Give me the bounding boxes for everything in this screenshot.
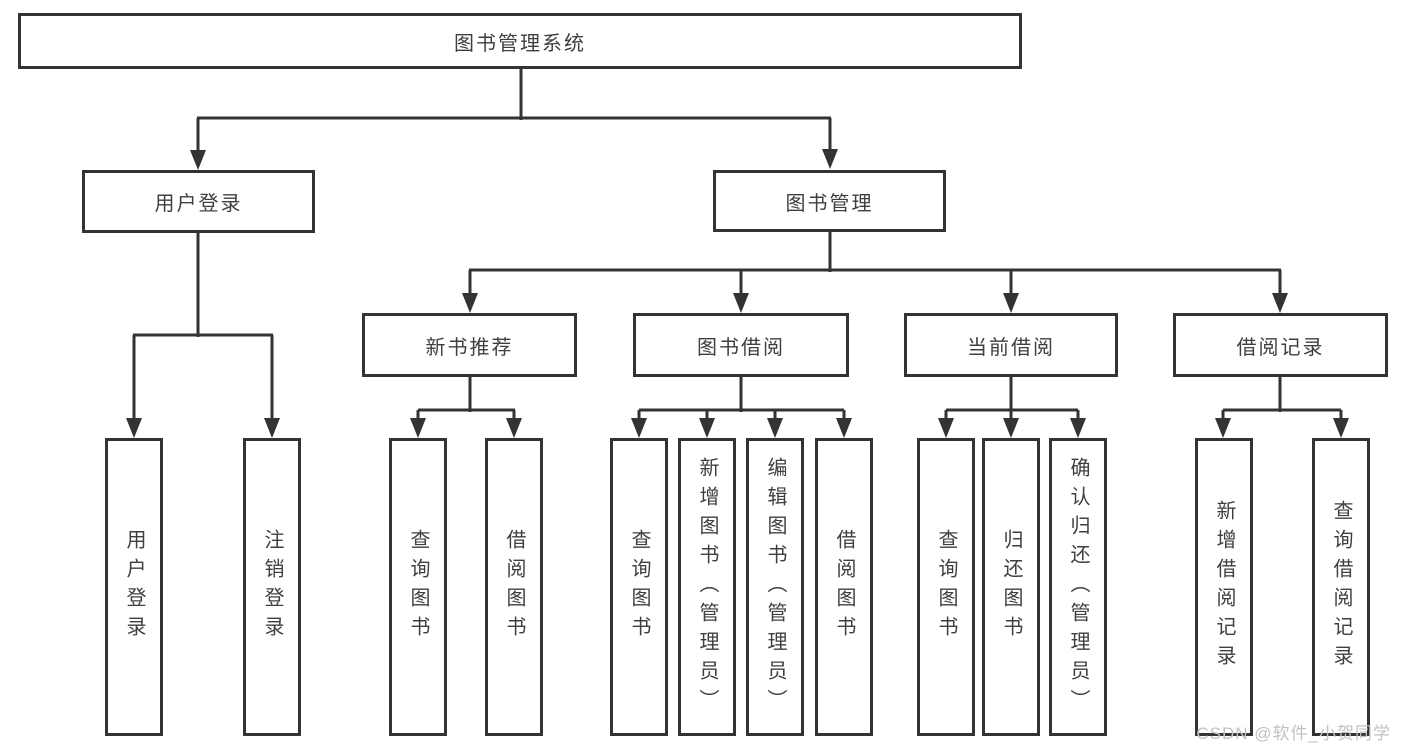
node-book-borrow: 图书借阅 xyxy=(633,313,849,377)
node-new-book-recommend: 新书推荐 xyxy=(362,313,577,377)
node-leaf-user-login: 用户登录 xyxy=(105,438,163,736)
node-book-management: 图书管理 xyxy=(713,170,946,232)
node-leaf-confirm-return-admin: 确认归还（管理员） xyxy=(1049,438,1107,736)
node-label: 图书管理 xyxy=(785,192,874,215)
node-label: 查询图书 xyxy=(935,529,957,645)
node-label: 新增图书（管理员） xyxy=(696,456,718,718)
node-leaf-return-book: 归还图书 xyxy=(982,438,1040,736)
node-user-login: 用户登录 xyxy=(82,170,315,233)
node-leaf-edit-book-admin: 编辑图书（管理员） xyxy=(746,438,804,736)
node-label: 用户登录 xyxy=(154,193,243,215)
node-label: 借阅图书 xyxy=(833,529,855,645)
node-label: 图书借阅 xyxy=(697,336,785,359)
node-label: 编辑图书（管理员） xyxy=(764,456,786,718)
node-leaf-borrow-book-2: 借阅图书 xyxy=(815,438,873,736)
node-leaf-add-book-admin: 新增图书（管理员） xyxy=(678,438,736,736)
node-leaf-add-borrow-record: 新增借阅记录 xyxy=(1195,438,1253,736)
node-label: 新增借阅记录 xyxy=(1213,500,1235,674)
node-label: 查询借阅记录 xyxy=(1330,500,1352,674)
node-leaf-logout: 注销登录 xyxy=(243,438,301,736)
node-label: 图书管理系统 xyxy=(454,32,586,55)
node-label: 归还图书 xyxy=(1000,529,1022,645)
node-label: 当前借阅 xyxy=(967,336,1055,359)
node-label: 确认归还（管理员） xyxy=(1067,456,1089,718)
node-leaf-borrow-book-1: 借阅图书 xyxy=(485,438,543,736)
node-label: 用户登录 xyxy=(123,529,145,645)
node-label: 查询图书 xyxy=(407,529,429,645)
node-borrow-records: 借阅记录 xyxy=(1173,313,1388,377)
node-current-borrow: 当前借阅 xyxy=(904,313,1118,377)
node-leaf-query-book-1: 查询图书 xyxy=(389,438,447,736)
node-leaf-query-book-3: 查询图书 xyxy=(917,438,975,736)
node-leaf-query-borrow-record: 查询借阅记录 xyxy=(1312,438,1370,736)
node-label: 新书推荐 xyxy=(425,336,514,359)
csdn-watermark: CSDN @软件_小贺同学 xyxy=(1196,724,1391,743)
node-label: 注销登录 xyxy=(261,529,283,645)
node-label: 借阅记录 xyxy=(1236,336,1325,359)
node-leaf-query-book-2: 查询图书 xyxy=(610,438,668,736)
node-label: 查询图书 xyxy=(628,529,650,645)
node-root: 图书管理系统 xyxy=(18,13,1022,69)
node-label: 借阅图书 xyxy=(503,529,525,645)
